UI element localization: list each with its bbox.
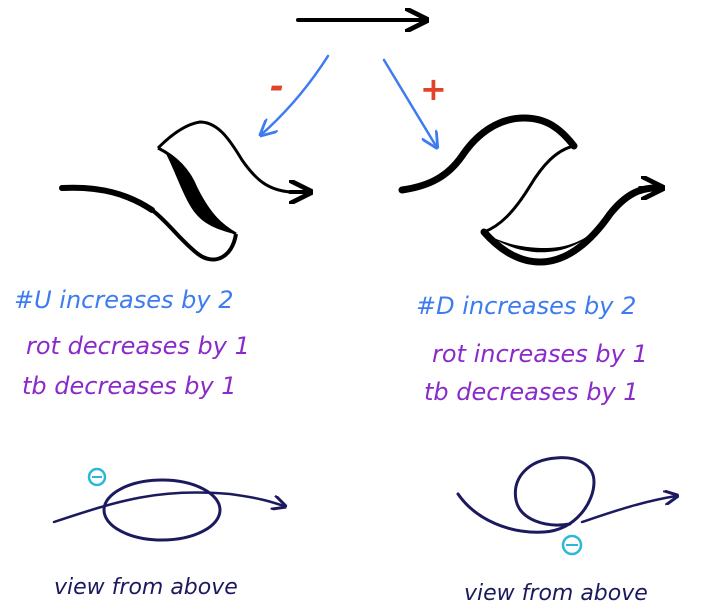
right-top-view (458, 458, 676, 554)
left-caption: view from above (54, 575, 238, 600)
left-line-1: #U increases by 2 (14, 286, 233, 314)
right-line-3: tb decreases by 1 (424, 378, 639, 406)
left-line-3: tb decreases by 1 (22, 372, 237, 400)
right-caption: view from above (464, 581, 648, 606)
right-move-diagram (402, 118, 660, 262)
left-line-2: rot decreases by 1 (26, 332, 250, 360)
left-top-view (54, 469, 284, 540)
minus-sign: - (270, 67, 284, 107)
right-line-1: #D increases by 2 (416, 292, 636, 320)
plus-sign: + (420, 70, 447, 108)
right-line-2: rot increases by 1 (432, 340, 648, 368)
left-move-diagram (62, 122, 308, 260)
